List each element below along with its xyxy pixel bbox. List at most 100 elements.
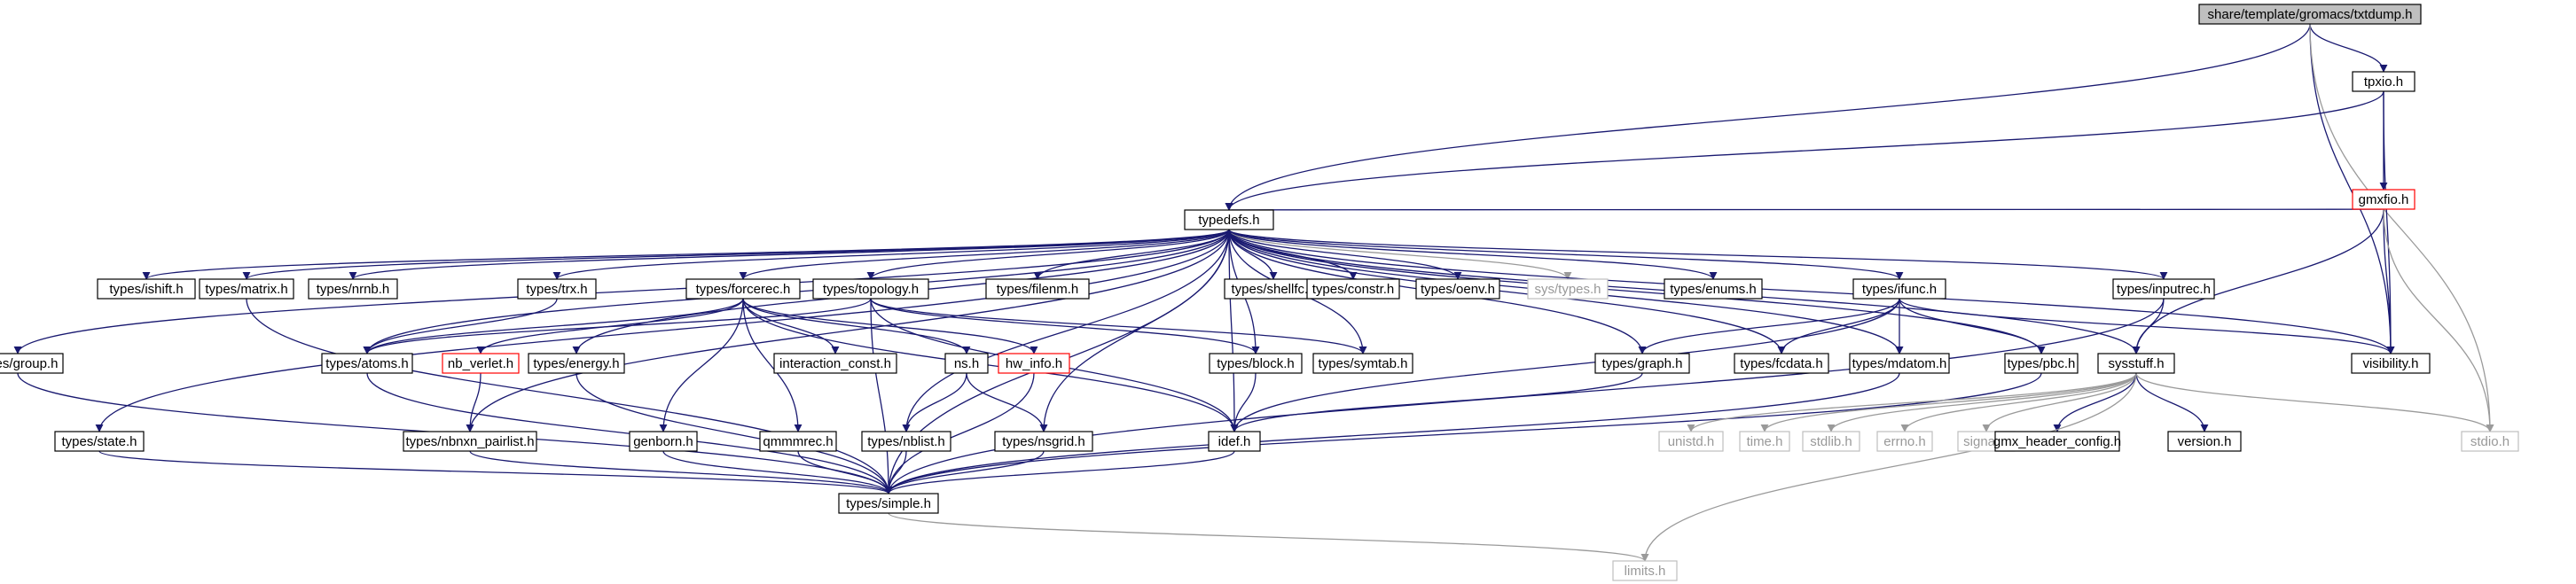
- edge-typedefs-to-fcdata: [1228, 229, 1786, 354]
- node-hwinfo[interactable]: hw_info.h: [998, 353, 1070, 374]
- node-box-gmxfio: [2352, 189, 2415, 210]
- node-box-txtdump: [2198, 4, 2422, 25]
- node-errno[interactable]: errno.h: [1876, 431, 1933, 452]
- edge-txtdump-to-typedefs: [1225, 23, 2311, 211]
- node-symtab[interactable]: types/symtab.h: [1312, 353, 1413, 374]
- edge-tpxio-to-typedefs: [1225, 90, 2384, 211]
- node-box-sysstuff: [2097, 353, 2175, 374]
- node-box-typedefs: [1184, 209, 1274, 230]
- node-visibility[interactable]: visibility.h: [2351, 353, 2431, 374]
- node-inputrec[interactable]: types/inputrec.h: [2112, 278, 2215, 300]
- edge-typedefs-to-enums: [1228, 229, 1718, 280]
- node-nbnxn[interactable]: types/nbnxn_pairlist.h: [403, 431, 537, 452]
- node-version[interactable]: version.h: [2167, 431, 2242, 452]
- node-tpxio[interactable]: tpxio.h: [2352, 71, 2415, 92]
- edge-forcerec-to-ns: [742, 298, 971, 354]
- node-interconst[interactable]: interaction_const.h: [773, 353, 897, 374]
- node-nrnb[interactable]: types/nrnb.h: [308, 278, 398, 300]
- node-box-filenm: [985, 278, 1090, 300]
- node-atoms[interactable]: types/atoms.h: [321, 353, 413, 374]
- node-state[interactable]: types/state.h: [54, 431, 145, 452]
- node-topology[interactable]: types/topology.h: [812, 278, 929, 300]
- node-idef[interactable]: idef.h: [1208, 431, 1261, 452]
- node-qmmmrec[interactable]: qmmmrec.h: [759, 431, 837, 452]
- node-limits[interactable]: limits.h: [1612, 560, 1678, 581]
- node-box-nsgrid: [994, 431, 1093, 452]
- node-label-sysstuff: sysstuff.h: [2108, 356, 2164, 371]
- edge-topology-to-atoms: [363, 298, 872, 354]
- node-nsgrid[interactable]: types/nsgrid.h: [994, 431, 1093, 452]
- node-label-idef: idef.h: [1218, 434, 1251, 449]
- edge-mdatom-to-simple: [884, 372, 1900, 494]
- node-enums[interactable]: types/enums.h: [1664, 278, 1763, 300]
- node-label-oenv: types/oenv.h: [1421, 282, 1495, 297]
- node-label-txtdump: share/template/gromacs/txtdump.h: [2208, 7, 2413, 22]
- edge-state-to-simple: [98, 450, 893, 494]
- edge-ns-to-nblist: [902, 372, 967, 432]
- node-box-constr: [1306, 278, 1400, 300]
- node-oenv[interactable]: types/oenv.h: [1415, 278, 1500, 300]
- node-label-typedefs: typedefs.h: [1198, 213, 1259, 228]
- node-txtdump[interactable]: share/template/gromacs/txtdump.h: [2198, 4, 2422, 25]
- node-label-graph: types/graph.h: [1602, 356, 1683, 371]
- node-graph[interactable]: types/graph.h: [1594, 353, 1690, 374]
- node-box-errno: [1876, 431, 1933, 452]
- node-ifunc[interactable]: types/ifunc.h: [1852, 278, 1946, 300]
- node-label-forcerec: types/forcerec.h: [696, 282, 791, 297]
- node-pbc[interactable]: types/pbc.h: [2004, 353, 2079, 374]
- edge-typedefs-to-ishift: [142, 229, 1230, 280]
- node-systypes[interactable]: sys/types.h: [1527, 278, 1609, 300]
- edge-ifunc-to-graph: [1638, 298, 1900, 354]
- node-label-symtab: types/symtab.h: [1319, 356, 1408, 371]
- node-label-version: version.h: [2178, 434, 2232, 449]
- edge-sysstuff-to-errno: [1900, 372, 2137, 432]
- node-box-version: [2167, 431, 2242, 452]
- edge-forcerec-to-idef: [742, 298, 1239, 432]
- node-forcerec[interactable]: types/forcerec.h: [685, 278, 801, 300]
- edge-nbnxn-to-simple: [469, 450, 893, 494]
- node-ns[interactable]: ns.h: [944, 353, 989, 374]
- node-simple[interactable]: types/simple.h: [838, 493, 939, 514]
- node-filenm[interactable]: types/filenm.h: [985, 278, 1090, 300]
- node-gmxfio[interactable]: gmxfio.h: [2352, 189, 2415, 210]
- node-nblist[interactable]: types/nblist.h: [861, 431, 951, 452]
- node-box-forcerec: [685, 278, 801, 300]
- edge-matrix-to-simple: [246, 298, 893, 494]
- node-label-shellfc: types/shellfc.h: [1231, 282, 1315, 297]
- edge-pbc-to-simple: [884, 372, 2042, 494]
- node-block[interactable]: types/block.h: [1209, 353, 1303, 374]
- node-trx[interactable]: types/trx.h: [517, 278, 597, 300]
- node-mdatom[interactable]: types/mdatom.h: [1849, 353, 1950, 374]
- node-fcdata[interactable]: types/fcdata.h: [1734, 353, 1829, 374]
- node-energy[interactable]: types/energy.h: [528, 353, 625, 374]
- edge-ifunc-to-idef: [1230, 298, 1900, 432]
- node-box-block: [1209, 353, 1303, 374]
- node-typedefs[interactable]: typedefs.h: [1184, 209, 1274, 230]
- node-box-time: [1739, 431, 1790, 452]
- node-gmxheader[interactable]: gmx_header_config.h: [1993, 431, 2121, 452]
- edge-typedefs-to-group: [13, 229, 1230, 354]
- edge-hwinfo-to-simple: [884, 372, 1035, 494]
- node-time[interactable]: time.h: [1739, 431, 1790, 452]
- node-ishift[interactable]: types/ishift.h: [97, 278, 196, 300]
- node-nbverlet[interactable]: nb_verlet.h: [442, 353, 520, 374]
- node-label-nsgrid: types/nsgrid.h: [1002, 434, 1084, 449]
- node-label-stdio: stdio.h: [2470, 434, 2509, 449]
- node-stdio[interactable]: stdio.h: [2461, 431, 2519, 452]
- edge-typedefs-to-inputrec: [1228, 229, 2168, 280]
- node-label-pbc: types/pbc.h: [2008, 356, 2076, 371]
- node-shellfc[interactable]: types/shellfc.h: [1224, 278, 1323, 300]
- node-stdlib[interactable]: stdlib.h: [1802, 431, 1860, 452]
- edge-topology-to-block: [870, 298, 1260, 354]
- node-unistd[interactable]: unistd.h: [1658, 431, 1724, 452]
- node-sysstuff[interactable]: sysstuff.h: [2097, 353, 2175, 374]
- node-constr[interactable]: types/constr.h: [1306, 278, 1400, 300]
- node-genborn[interactable]: genborn.h: [629, 431, 698, 452]
- edge-gmxfio-to-visibility: [2383, 208, 2395, 354]
- node-label-stdlib: stdlib.h: [1810, 434, 1852, 449]
- edge-block-to-idef: [1230, 372, 1257, 432]
- edge-sysstuff-to-stdlib: [1827, 372, 2137, 432]
- node-matrix[interactable]: types/matrix.h: [199, 278, 294, 300]
- node-group[interactable]: types/group.h: [0, 353, 64, 374]
- node-box-nrnb: [308, 278, 398, 300]
